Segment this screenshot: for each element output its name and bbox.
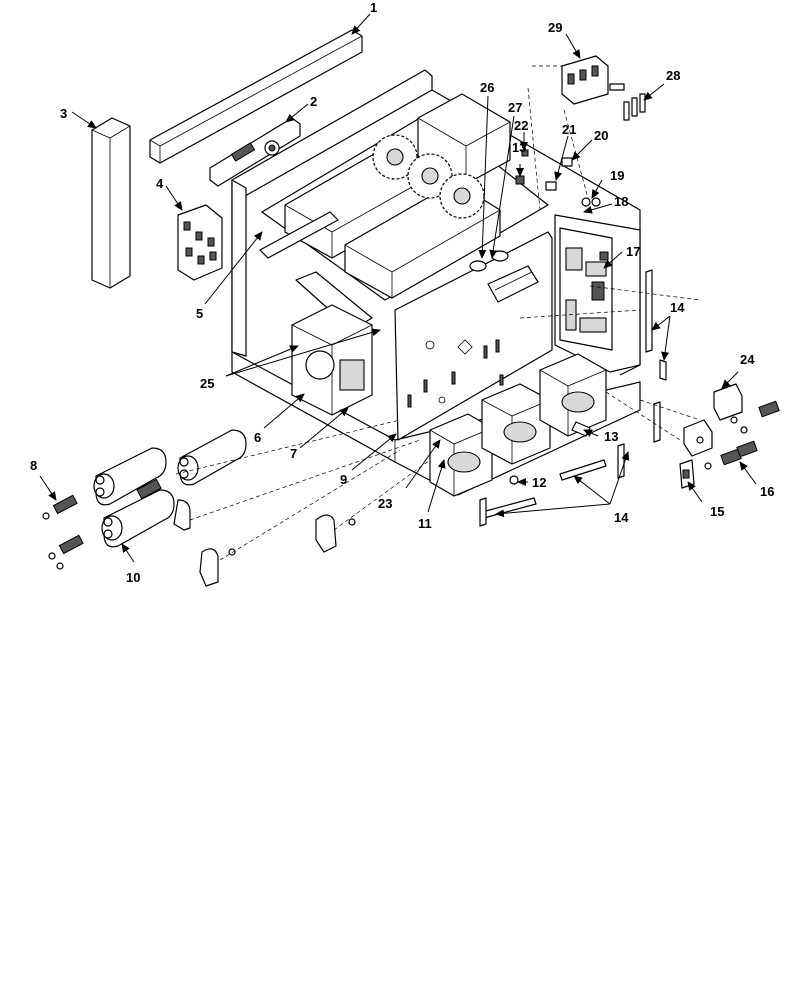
callout-1: 1: [370, 0, 377, 15]
callout-24: 24: [740, 352, 755, 367]
callout-5: 5: [196, 306, 203, 321]
callout-leaders: [39, 13, 757, 563]
callout-25: 25: [200, 376, 214, 391]
callout-labels: 1 2 3 4 5 6 7 8 9 10 11 12 13 13 14 14 1…: [30, 0, 774, 585]
callout-7: 7: [290, 446, 297, 461]
hv-diodes: [42, 494, 84, 570]
capacitor-brackets: [173, 499, 356, 587]
callout-11: 11: [418, 516, 432, 531]
transformer-c: [539, 353, 607, 437]
power-connectors: [683, 383, 780, 470]
callout-13-upper: 13: [512, 140, 526, 155]
callout-27: 27: [508, 100, 522, 115]
callout-19: 19: [610, 168, 624, 183]
vertical-side-trim: [91, 117, 131, 289]
callout-13-lower: 13: [604, 429, 618, 444]
transformer-b: [481, 383, 551, 465]
callout-6: 6: [254, 430, 261, 445]
callout-28: 28: [666, 68, 680, 83]
callout-18: 18: [614, 194, 628, 209]
callout-21: 21: [562, 122, 576, 137]
callout-23: 23: [378, 496, 392, 511]
diode-assembly: [487, 265, 539, 303]
callout-9: 9: [340, 472, 347, 487]
callout-8: 8: [30, 458, 37, 473]
callout-16: 16: [760, 484, 774, 499]
door-switch: [679, 459, 695, 489]
callout-14-bottom: 14: [614, 510, 629, 525]
hv-transformer-left: [291, 304, 373, 416]
callout-2: 2: [310, 94, 317, 109]
callout-3: 3: [60, 106, 67, 121]
callout-29: 29: [548, 20, 562, 35]
callout-12: 12: [532, 475, 546, 490]
transformer-a: [429, 413, 493, 497]
callout-22: 22: [514, 118, 528, 133]
callout-15: 15: [710, 504, 724, 519]
fuse-block: [561, 55, 609, 105]
callout-26: 26: [480, 80, 494, 95]
callout-20: 20: [594, 128, 608, 143]
control-board: [559, 227, 613, 351]
panel-holes: [407, 339, 504, 408]
callout-17: 17: [626, 244, 640, 259]
assembly-dash-lines: [175, 65, 701, 561]
terminal-block: [177, 204, 223, 281]
callout-10: 10: [126, 570, 140, 585]
callout-4: 4: [156, 176, 164, 191]
fuses: [609, 83, 646, 121]
wire-clip: [509, 475, 519, 485]
hv-capacitors: [93, 429, 247, 548]
callout-14-right: 14: [670, 300, 685, 315]
stirrer-gears: [372, 134, 485, 219]
